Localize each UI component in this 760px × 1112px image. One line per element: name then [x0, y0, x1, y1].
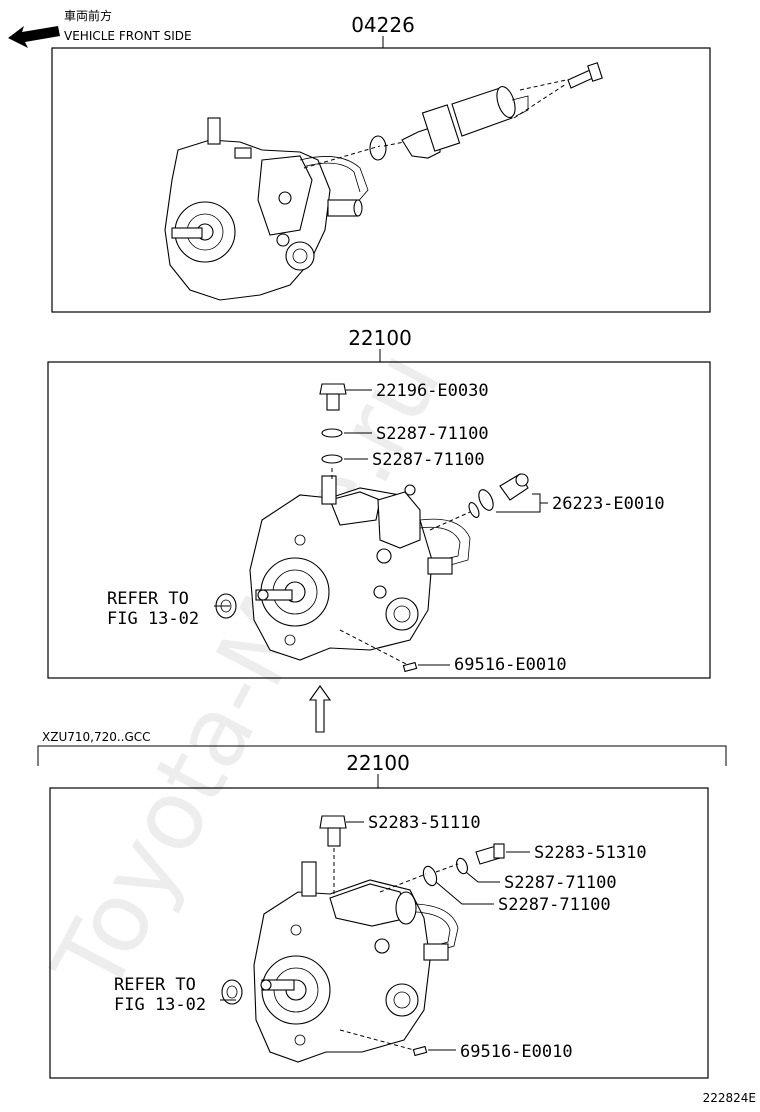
- top-bolt: [567, 62, 603, 89]
- bottom-refer-line-1: REFER TO: [114, 975, 196, 995]
- top-o-ring: [369, 135, 387, 161]
- middle-refer-line-1: REFER TO: [107, 589, 189, 609]
- top-dashed-line-1: [303, 145, 381, 169]
- bottom-pump-illustration: [253, 861, 459, 1063]
- middle-refer-line-2: FIG 13-02: [107, 609, 199, 629]
- middle-bolt: [319, 383, 347, 411]
- bottom-dashed-line-2: [379, 873, 427, 893]
- bottom-washer-1: [456, 857, 468, 875]
- middle-section-code: 22100: [348, 326, 412, 350]
- middle-dashed-line-3: [339, 629, 411, 667]
- bottom-callout-washer-2: S2287-71100: [498, 895, 611, 915]
- bottom-bolt: [319, 815, 347, 847]
- bottom-washer-2: [422, 865, 438, 887]
- middle-callout-pin: 69516-E0010: [454, 655, 567, 675]
- front-arrow-icon: [8, 26, 60, 48]
- top-section-code: 04226: [351, 13, 415, 37]
- variant-bracket: [37, 745, 727, 766]
- top-dashed-line-4: [519, 79, 567, 91]
- middle-pin: [402, 661, 418, 673]
- bottom-callout-fitting: S2283-51310: [534, 843, 647, 863]
- bottom-refer-cap: [221, 979, 243, 1005]
- front-side-jp-label: 車両前方: [64, 8, 112, 23]
- top-pump-illustration: [164, 117, 369, 301]
- middle-callout-washer-1: S2287-71100: [376, 424, 489, 444]
- middle-pump-illustration: [249, 475, 471, 661]
- bottom-dashed-line-3: [435, 863, 459, 873]
- middle-dashed-line-2: [429, 511, 471, 531]
- upgrade-arrow-icon: [308, 685, 332, 733]
- bottom-fitting: [475, 843, 505, 865]
- middle-washer-2: [321, 454, 343, 464]
- top-suction-control-valve: [401, 86, 529, 159]
- middle-callout-fitting: 26223-E0010: [552, 494, 665, 514]
- bottom-section-frame: [49, 787, 709, 1079]
- bottom-callout-washer-1: S2287-71100: [504, 873, 617, 893]
- top-section-frame: [51, 47, 711, 313]
- middle-section-frame: [47, 361, 711, 679]
- figure-id: 222824E: [703, 1091, 756, 1105]
- top-dashed-line-3: [513, 83, 567, 119]
- middle-callout-bolt: 22196-E0030: [376, 381, 489, 401]
- bottom-section-code: 22100: [346, 751, 410, 775]
- middle-callout-washer-2: S2287-71100: [372, 450, 485, 470]
- vehicle-front-indicator: 車両前方 VEHICLE FRONT SIDE: [8, 8, 192, 48]
- top-dashed-line-2: [383, 141, 405, 147]
- middle-fitting-group: [468, 473, 529, 518]
- bottom-dashed-line-4: [339, 1029, 415, 1051]
- bottom-callout-bolt: S2283-51110: [368, 813, 481, 833]
- variant-label: XZU710,720..GCC: [42, 730, 151, 744]
- bottom-refer-line-2: FIG 13-02: [114, 995, 206, 1015]
- middle-washer-1: [321, 428, 343, 438]
- bottom-pin: [412, 1045, 428, 1057]
- front-side-en-label: VEHICLE FRONT SIDE: [64, 29, 192, 43]
- bottom-callout-pin: 69516-E0010: [460, 1042, 573, 1062]
